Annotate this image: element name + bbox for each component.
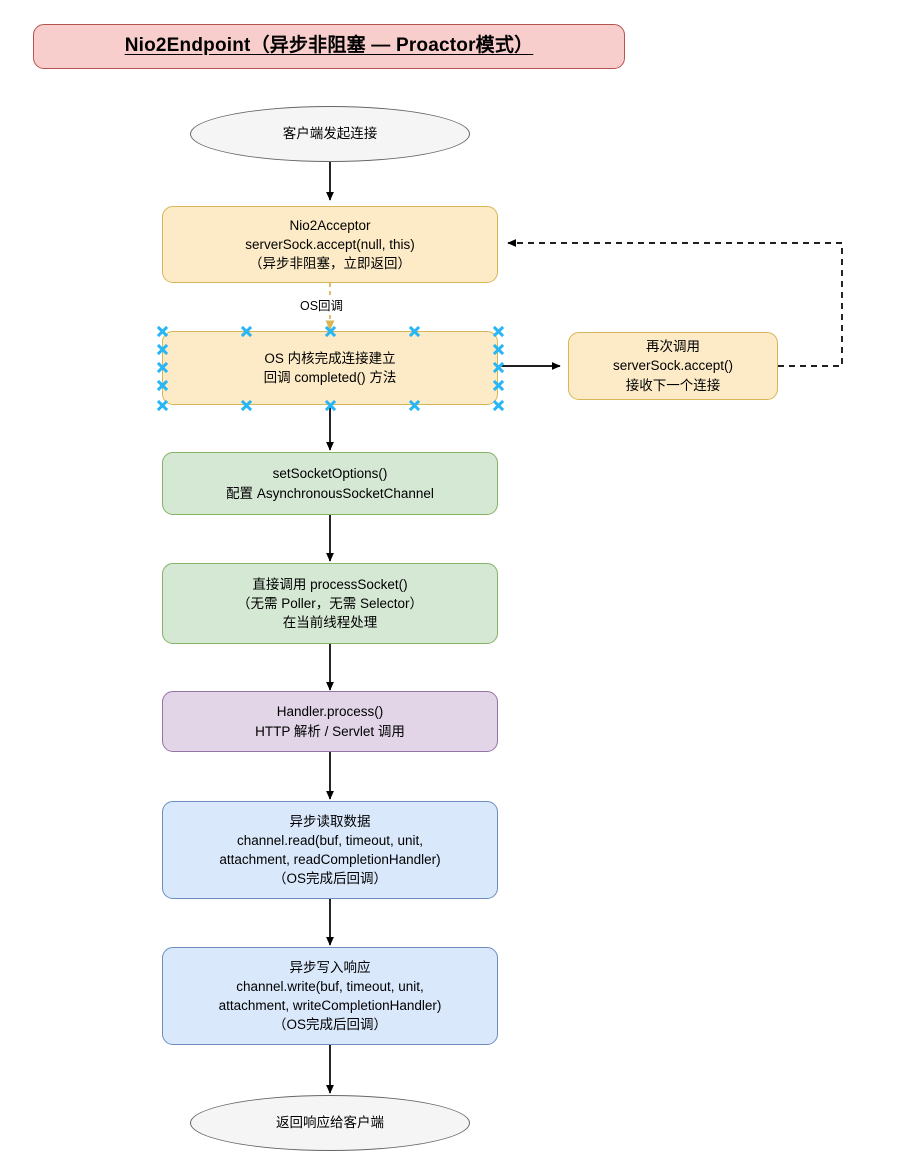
selection-handle-right-1[interactable]	[492, 343, 505, 356]
selection-handle-top-center[interactable]	[324, 325, 337, 338]
selection-handle-left-3[interactable]	[156, 379, 169, 392]
diagram-title-text: Nio2Endpoint（异步非阻塞 — Proactor模式）	[124, 35, 534, 57]
diagram-title: Nio2Endpoint（异步非阻塞 — Proactor模式）	[33, 24, 625, 69]
selection-handle-left-1[interactable]	[156, 343, 169, 356]
node-os-kernel-callback[interactable]: OS 内核完成连接建立 回调 completed() 方法	[162, 331, 498, 405]
node-async-read-label: 异步读取数据 channel.read(buf, timeout, unit, …	[219, 813, 441, 887]
node-async-read[interactable]: 异步读取数据 channel.read(buf, timeout, unit, …	[162, 801, 498, 899]
selection-handle-right-2[interactable]	[492, 361, 505, 374]
selection-handle-bottom-center[interactable]	[324, 399, 337, 412]
node-accept-again-label: 再次调用 serverSock.accept() 接收下一个连接	[612, 339, 734, 393]
selection-handle-bottom-quarter[interactable]	[240, 399, 253, 412]
selection-handle-left-2[interactable]	[156, 361, 169, 374]
selection-handle-bottom-3quarter[interactable]	[408, 399, 421, 412]
node-process-socket-label: 直接调用 processSocket() （无需 Poller，无需 Selec…	[236, 576, 424, 631]
node-process-socket[interactable]: 直接调用 processSocket() （无需 Poller，无需 Selec…	[162, 563, 498, 644]
node-set-socket-options[interactable]: setSocketOptions() 配置 AsynchronousSocket…	[162, 452, 498, 515]
node-accept-again[interactable]: 再次调用 serverSock.accept() 接收下一个连接	[568, 332, 778, 400]
selection-handle-top-left[interactable]	[156, 325, 169, 338]
node-set-socket-options-label: setSocketOptions() 配置 AsynchronousSocket…	[226, 466, 434, 501]
node-handler-process[interactable]: Handler.process() HTTP 解析 / Servlet 调用	[162, 691, 498, 752]
node-nio2-acceptor-label: Nio2Acceptor serverSock.accept(null, thi…	[245, 217, 415, 272]
selection-handle-top-3quarter[interactable]	[408, 325, 421, 338]
selection-handle-top-right[interactable]	[492, 325, 505, 338]
selection-handle-right-3[interactable]	[492, 379, 505, 392]
node-client-connect[interactable]: 客户端发起连接	[190, 106, 470, 162]
node-os-kernel-callback-label: OS 内核完成连接建立 回调 completed() 方法	[263, 350, 397, 385]
node-async-write[interactable]: 异步写入响应 channel.write(buf, timeout, unit,…	[162, 947, 498, 1045]
node-return-response[interactable]: 返回响应给客户端	[190, 1095, 470, 1151]
node-async-write-label: 异步写入响应 channel.write(buf, timeout, unit,…	[218, 959, 442, 1033]
edge-label-os-callback: OS回调	[297, 295, 347, 314]
node-return-response-label: 返回响应给客户端	[276, 1115, 384, 1131]
node-client-connect-label: 客户端发起连接	[282, 126, 378, 142]
selection-handle-bottom-left[interactable]	[156, 399, 169, 412]
node-handler-process-label: Handler.process() HTTP 解析 / Servlet 调用	[255, 704, 405, 739]
selection-handle-bottom-right[interactable]	[492, 399, 505, 412]
selection-handle-top-quarter[interactable]	[240, 325, 253, 338]
node-nio2-acceptor[interactable]: Nio2Acceptor serverSock.accept(null, thi…	[162, 206, 498, 283]
edge-label-os-callback-text: OS回调	[300, 299, 344, 313]
